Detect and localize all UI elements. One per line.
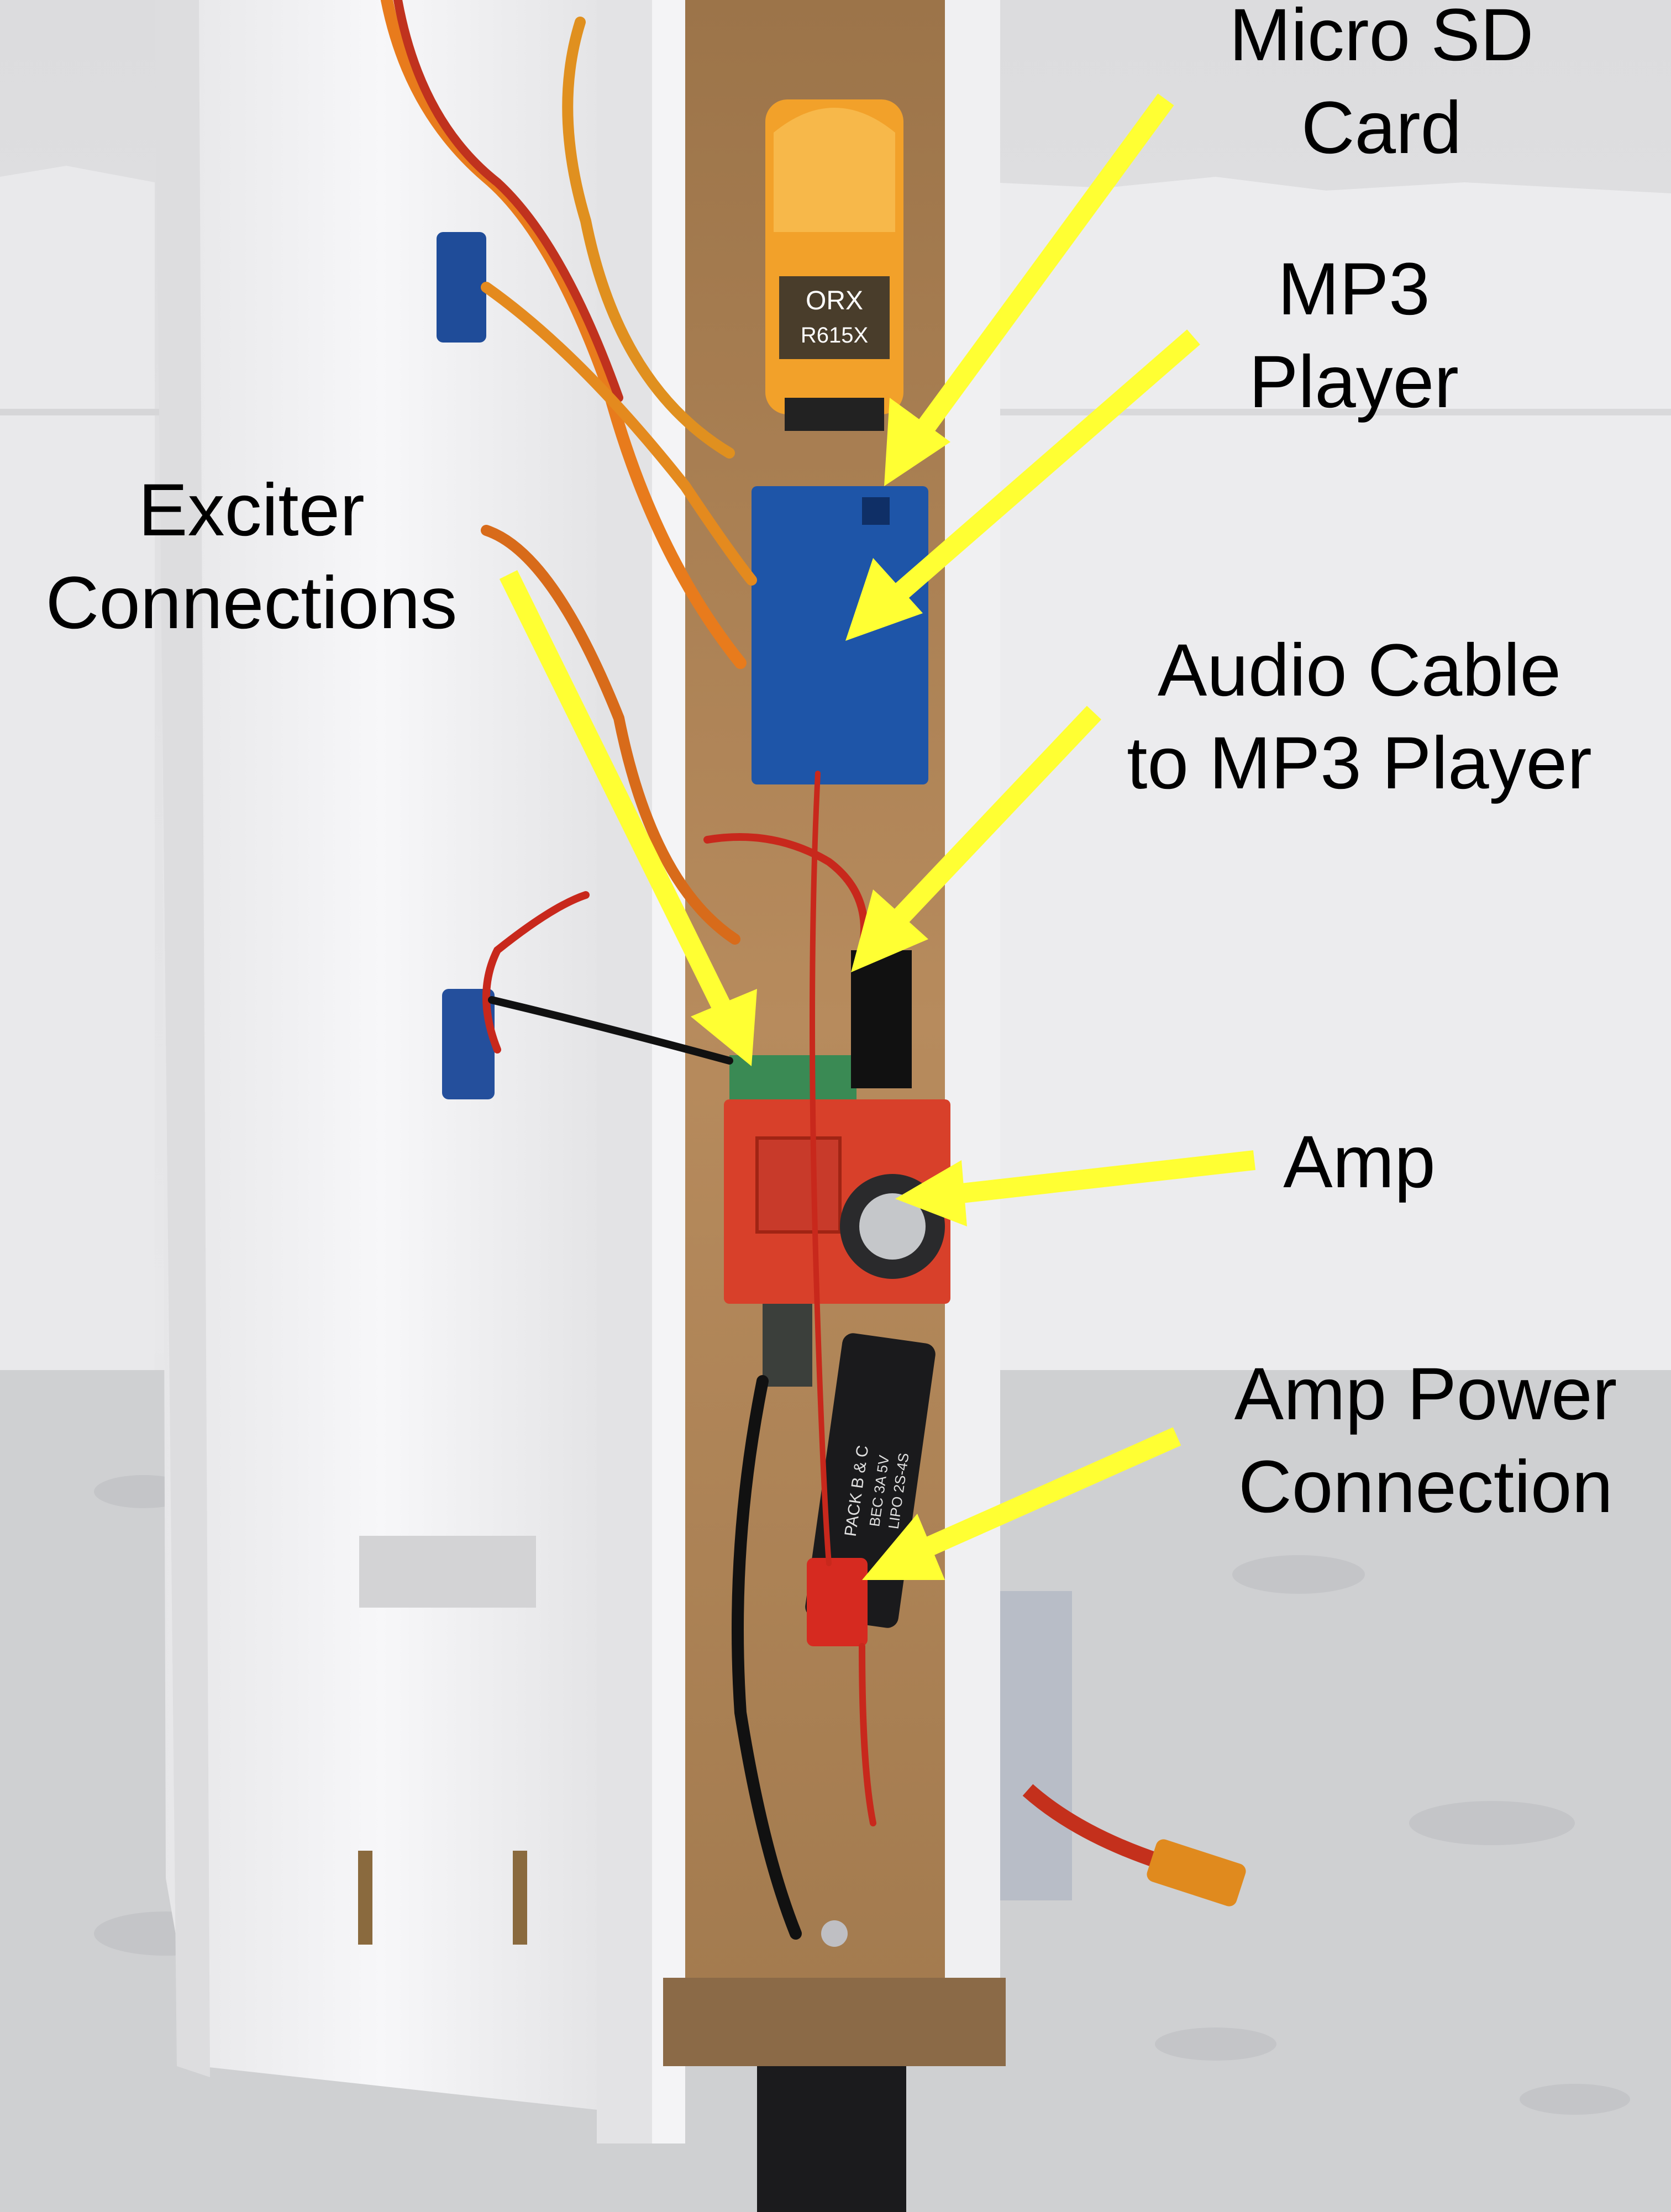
servo-upper bbox=[437, 232, 486, 343]
arrow-mp3-player bbox=[845, 329, 1200, 641]
arrow-micro-sd bbox=[884, 93, 1174, 486]
motor-shaft bbox=[821, 1920, 848, 1947]
side-panel bbox=[160, 0, 602, 2110]
battery-lead bbox=[1022, 1784, 1163, 1869]
servo-lower bbox=[442, 989, 495, 1099]
audio-jack bbox=[851, 950, 912, 1088]
label-exciter-line1: Exciter bbox=[138, 469, 365, 551]
label-exciter-line2: Connections bbox=[45, 562, 458, 644]
label-amp-line1: Amp bbox=[1283, 1121, 1436, 1203]
label-exciter-connections: Exciter Connections bbox=[0, 464, 503, 650]
side-panel-edge bbox=[155, 0, 210, 2077]
left-wing-foam bbox=[0, 166, 155, 1370]
battery-pack bbox=[1000, 1591, 1072, 1900]
label-amp-power-line2: Connection bbox=[1238, 1446, 1613, 1528]
wing-crease-right bbox=[989, 409, 1671, 415]
receiver-dome bbox=[774, 108, 895, 232]
mp3-board-chip bbox=[862, 497, 890, 525]
annotation-arrows bbox=[499, 93, 1256, 1580]
amp-capacitor-top bbox=[859, 1193, 926, 1260]
label-micro-sd-line1: Micro SD bbox=[1229, 0, 1534, 76]
motor bbox=[757, 2066, 906, 2212]
arrow-amp bbox=[895, 1150, 1256, 1226]
panel-cutout bbox=[359, 1536, 536, 1608]
amp-power-connector bbox=[807, 1558, 868, 1646]
label-audio-cable: Audio Cable to MP3 Player bbox=[1083, 624, 1636, 810]
firewall bbox=[663, 1978, 1006, 2066]
hinge-pin-1 bbox=[358, 1851, 372, 1945]
label-mp3-line1: MP3 bbox=[1278, 248, 1430, 330]
receiver-pins bbox=[785, 398, 884, 431]
arrow-exciter bbox=[499, 570, 757, 1066]
wing-crease-left bbox=[0, 409, 166, 415]
label-amp: Amp bbox=[1249, 1116, 1470, 1209]
hinge-pin-2 bbox=[513, 1851, 527, 1945]
receiver-label bbox=[779, 276, 890, 359]
label-micro-sd-line2: Card bbox=[1301, 87, 1462, 169]
arrow-audio-cable bbox=[851, 705, 1102, 972]
label-micro-sd-card: Micro SD Card bbox=[1188, 0, 1575, 175]
volume-knob bbox=[763, 1304, 812, 1387]
label-amp-power-connection: Amp Power Connection bbox=[1188, 1348, 1663, 1534]
wires bbox=[381, 0, 876, 1940]
xt60-connector bbox=[1147, 1839, 1246, 1906]
label-audio-cable-line1: Audio Cable bbox=[1157, 629, 1562, 712]
label-amp-power-line1: Amp Power bbox=[1234, 1353, 1617, 1435]
amp-heatsink bbox=[755, 1136, 842, 1234]
fuselage-wall-left-inner bbox=[652, 0, 685, 2143]
label-audio-cable-line2: to MP3 Player bbox=[1127, 722, 1592, 804]
label-mp3-line2: Player bbox=[1249, 341, 1459, 423]
receiver-model-text: R615X bbox=[801, 323, 868, 347]
right-wing-foam bbox=[989, 177, 1671, 1370]
receiver-brand-text: ORX bbox=[806, 286, 863, 315]
mp3-player-board bbox=[752, 486, 928, 784]
label-mp3-player: MP3 Player bbox=[1188, 243, 1520, 429]
arrow-amp-power bbox=[862, 1427, 1181, 1580]
fuselage-wall-right bbox=[939, 0, 1000, 2044]
